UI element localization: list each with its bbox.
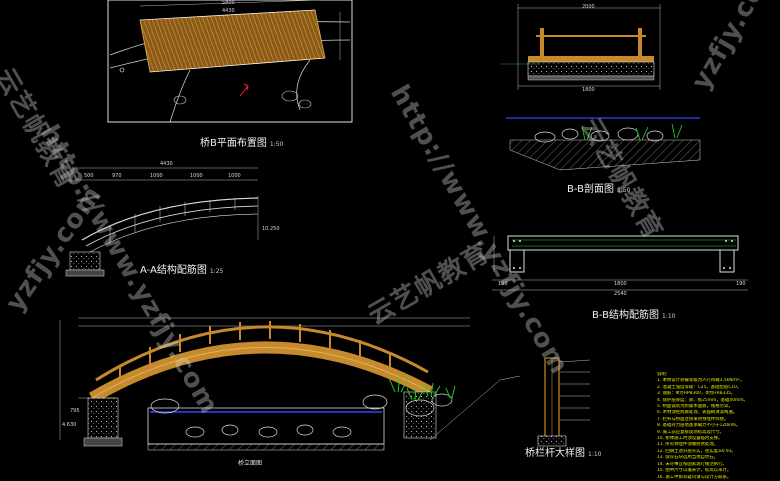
note-line: 2. 混凝土强度等级：C25，基础垫层C10。 bbox=[657, 384, 742, 390]
dim-bbs-total: 2540 bbox=[614, 291, 627, 297]
bb-title-text: B-B剖面图 bbox=[567, 184, 614, 195]
dim-bbs-right: 190 bbox=[736, 281, 746, 287]
dim-aa-height: 10.250 bbox=[262, 226, 280, 232]
note-line: 14. 未尽事宜按国家现行规范执行。 bbox=[657, 461, 727, 467]
note-line: 3. 钢筋：Φ为HPB300，Φ为HRB335。 bbox=[657, 391, 736, 397]
bb-scale: 1:50 bbox=[616, 187, 631, 194]
note-line: 6. 木材须经防腐处理，表面刷清漆两遍。 bbox=[657, 410, 738, 416]
note-line: 10. 桥体施工时须设置临时支撑。 bbox=[657, 436, 723, 442]
dim-aa-seg3: 1000 bbox=[150, 173, 163, 179]
dim-bbs-left: 190 bbox=[498, 281, 508, 287]
general-notes: 说明：1. 本桥设计荷载等级为人行荷载3.5kN/m²。2. 混凝土强度等级：C… bbox=[657, 372, 777, 481]
dim-aa-seg5: 1000 bbox=[228, 173, 241, 179]
dim-aa-seg1: 500 bbox=[84, 173, 94, 179]
dim-bbs-mid: 1800 bbox=[614, 281, 627, 287]
plan-view bbox=[107, 0, 353, 123]
note-line: 1. 本桥设计荷载等级为人行荷载3.5kN/m²。 bbox=[657, 378, 745, 384]
aa-scale: 1:25 bbox=[209, 268, 224, 275]
dim-plan-top: 5800 bbox=[222, 0, 235, 6]
note-line: 12. 回填土须分层夯实，密实度≥0.93。 bbox=[657, 448, 736, 454]
dim-bb-bottom: 1800 bbox=[582, 87, 595, 93]
dim-elev-h: 795 bbox=[70, 408, 80, 414]
plan-title-text: 桥B平面布置图 bbox=[200, 138, 267, 149]
railing-detail-view bbox=[537, 357, 591, 447]
dim-aa-seg4: 1000 bbox=[190, 173, 203, 179]
dim-bb-top: 2000 bbox=[582, 4, 595, 10]
note-line: 4. 保护层厚度：梁、板25mm，基础40mm。 bbox=[657, 397, 748, 403]
note-line: 8. 基础持力层地基承载力不小于120kPa。 bbox=[657, 423, 741, 429]
note-line: 13. 驳岸石块选用当地自然石。 bbox=[657, 455, 719, 461]
note-line: 5. 桥面铺装为防腐木面板，规格另详。 bbox=[657, 404, 733, 410]
elevation-title: 桥立面图 bbox=[238, 460, 263, 467]
plan-scale: 1:50 bbox=[269, 141, 284, 148]
bbs-scale: 1:10 bbox=[661, 313, 676, 320]
dim-aa-seg2: 970 bbox=[112, 173, 122, 179]
bbs-title-text: B-B结构配筋图 bbox=[592, 310, 659, 321]
railing-scale: 1:10 bbox=[588, 451, 602, 458]
cad-drawing-canvas[interactable] bbox=[0, 0, 780, 468]
note-line: 11. 所有预埋件须做防锈处理。 bbox=[657, 442, 719, 448]
elevation-view bbox=[59, 317, 521, 451]
note-line: 说明： bbox=[657, 372, 671, 377]
aa-structure-view bbox=[65, 167, 259, 277]
aa-title-text: A-A结构配筋图 bbox=[140, 265, 207, 276]
dim-plan-top2: 4430 bbox=[222, 8, 235, 14]
dim-elev-l: 4.630 bbox=[62, 422, 77, 428]
note-line: 9. 施工前应复核现场标高及尺寸。 bbox=[657, 429, 725, 435]
bb-section-view bbox=[500, 4, 701, 171]
railing-title-text: 桥栏杆大样图 bbox=[525, 448, 585, 459]
note-line: 16. 施工中如有疑问请与设计方联系。 bbox=[657, 474, 732, 480]
note-line: 7. 栏杆与桥面连接采用预埋件焊接。 bbox=[657, 416, 729, 422]
dim-aa-total: 4430 bbox=[160, 161, 173, 167]
bbs-structure-view bbox=[492, 235, 748, 291]
